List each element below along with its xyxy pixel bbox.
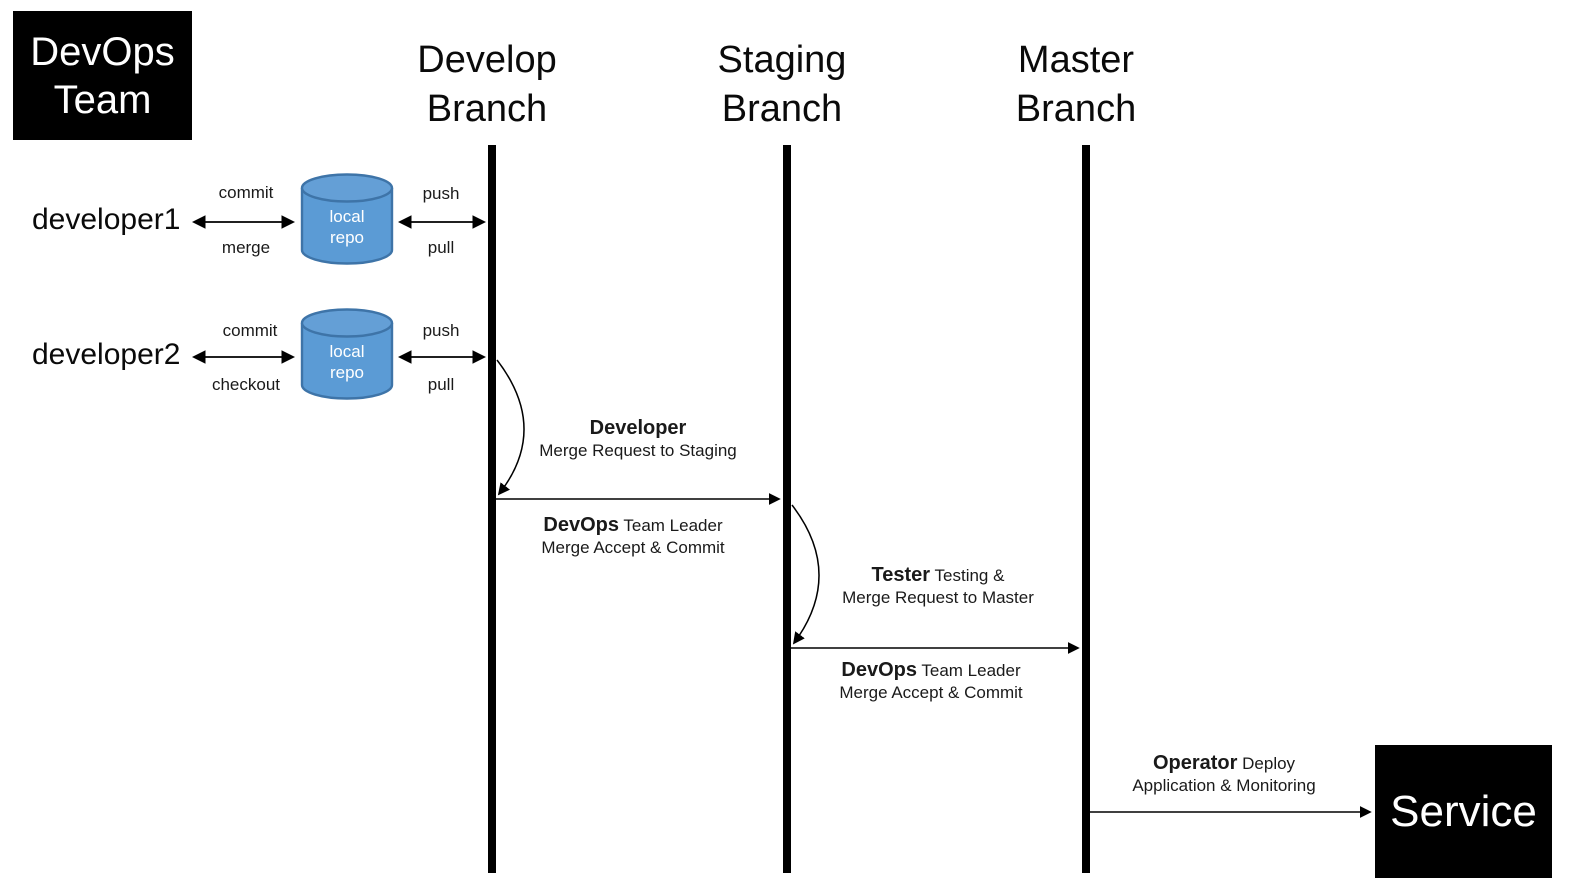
develop-branch-header-line1: Develop (417, 39, 557, 81)
master-branch-line (1082, 145, 1090, 873)
developer2-label: developer2 (32, 338, 181, 371)
developer2-pull-label: pull (427, 375, 455, 394)
develop-branch-header: Develop Branch (417, 36, 556, 134)
developer1-pull-label: pull (427, 238, 455, 257)
devops-team-box: DevOps Team (13, 11, 192, 140)
flow-merge-request-to-staging: Developer Merge Request to Staging (539, 417, 737, 460)
developer1-local-repo-icon (300, 173, 394, 265)
service-box-label: Service (1390, 786, 1537, 836)
service-box: Service (1375, 745, 1552, 878)
master-branch-header: Master Branch (1016, 36, 1136, 134)
develop-branch-curve-arrow (496, 359, 525, 496)
developer2-push-label: push (422, 321, 460, 340)
develop-branch-line (488, 145, 496, 873)
developer2-commit-label: commit (222, 321, 278, 340)
developer1-commit-label: commit (218, 183, 274, 202)
master-branch-header-line1: Master (1017, 39, 1135, 81)
devops-team-box-line2: Team (53, 77, 152, 122)
develop-branch-header-line2: Branch (426, 88, 548, 130)
developer2-checkout-label: checkout (211, 375, 281, 394)
developer2-local-repo-label: local repo (329, 342, 365, 382)
staging-branch-curve-arrow (791, 504, 820, 645)
developer1-local-repo-label: local repo (329, 207, 365, 247)
devops-team-box-line1: DevOps (30, 29, 175, 74)
staging-branch-header-line1: Staging (717, 39, 847, 81)
flow-testing-merge-request-to-master: Tester Testing & Merge Request to Master (842, 564, 1034, 607)
master-branch-header-line2: Branch (1015, 88, 1137, 130)
developer1-label: developer1 (32, 203, 181, 236)
staging-branch-header: Staging Branch (718, 36, 847, 134)
staging-branch-header-line2: Branch (721, 88, 843, 130)
developer1-merge-label: merge (221, 238, 271, 257)
staging-branch-line (783, 145, 791, 873)
flow-merge-accept-commit-staging: DevOps Team Leader Merge Accept & Commit (541, 514, 725, 557)
developer2-local-repo-icon (300, 308, 394, 400)
developer1-push-label: push (422, 184, 460, 203)
flow-deploy-application-monitoring: Operator Deploy Application & Monitoring (1132, 752, 1316, 795)
flow-merge-accept-commit-master: DevOps Team Leader Merge Accept & Commit (839, 659, 1023, 702)
